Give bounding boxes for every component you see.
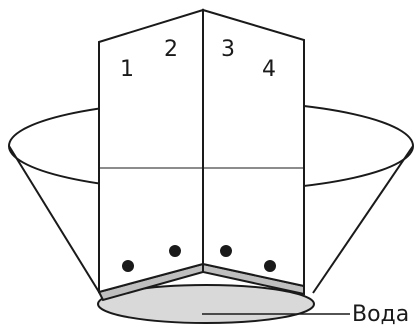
sector-label-1: 1 <box>120 57 134 82</box>
seed-dot-1 <box>122 260 134 272</box>
seed-dot-2 <box>169 245 181 257</box>
bowl-right-side <box>312 145 414 294</box>
sector-label-2: 2 <box>164 37 178 62</box>
partition-panel-left <box>98 8 204 294</box>
sector-label-3: 3 <box>221 37 235 62</box>
partition-panel-right <box>202 8 305 288</box>
sector-label-4: 4 <box>262 57 276 82</box>
seed-dot-3 <box>220 245 232 257</box>
bowl-left-side <box>8 145 100 293</box>
water-label: Вода <box>352 302 409 327</box>
seed-dot-4 <box>264 260 276 272</box>
